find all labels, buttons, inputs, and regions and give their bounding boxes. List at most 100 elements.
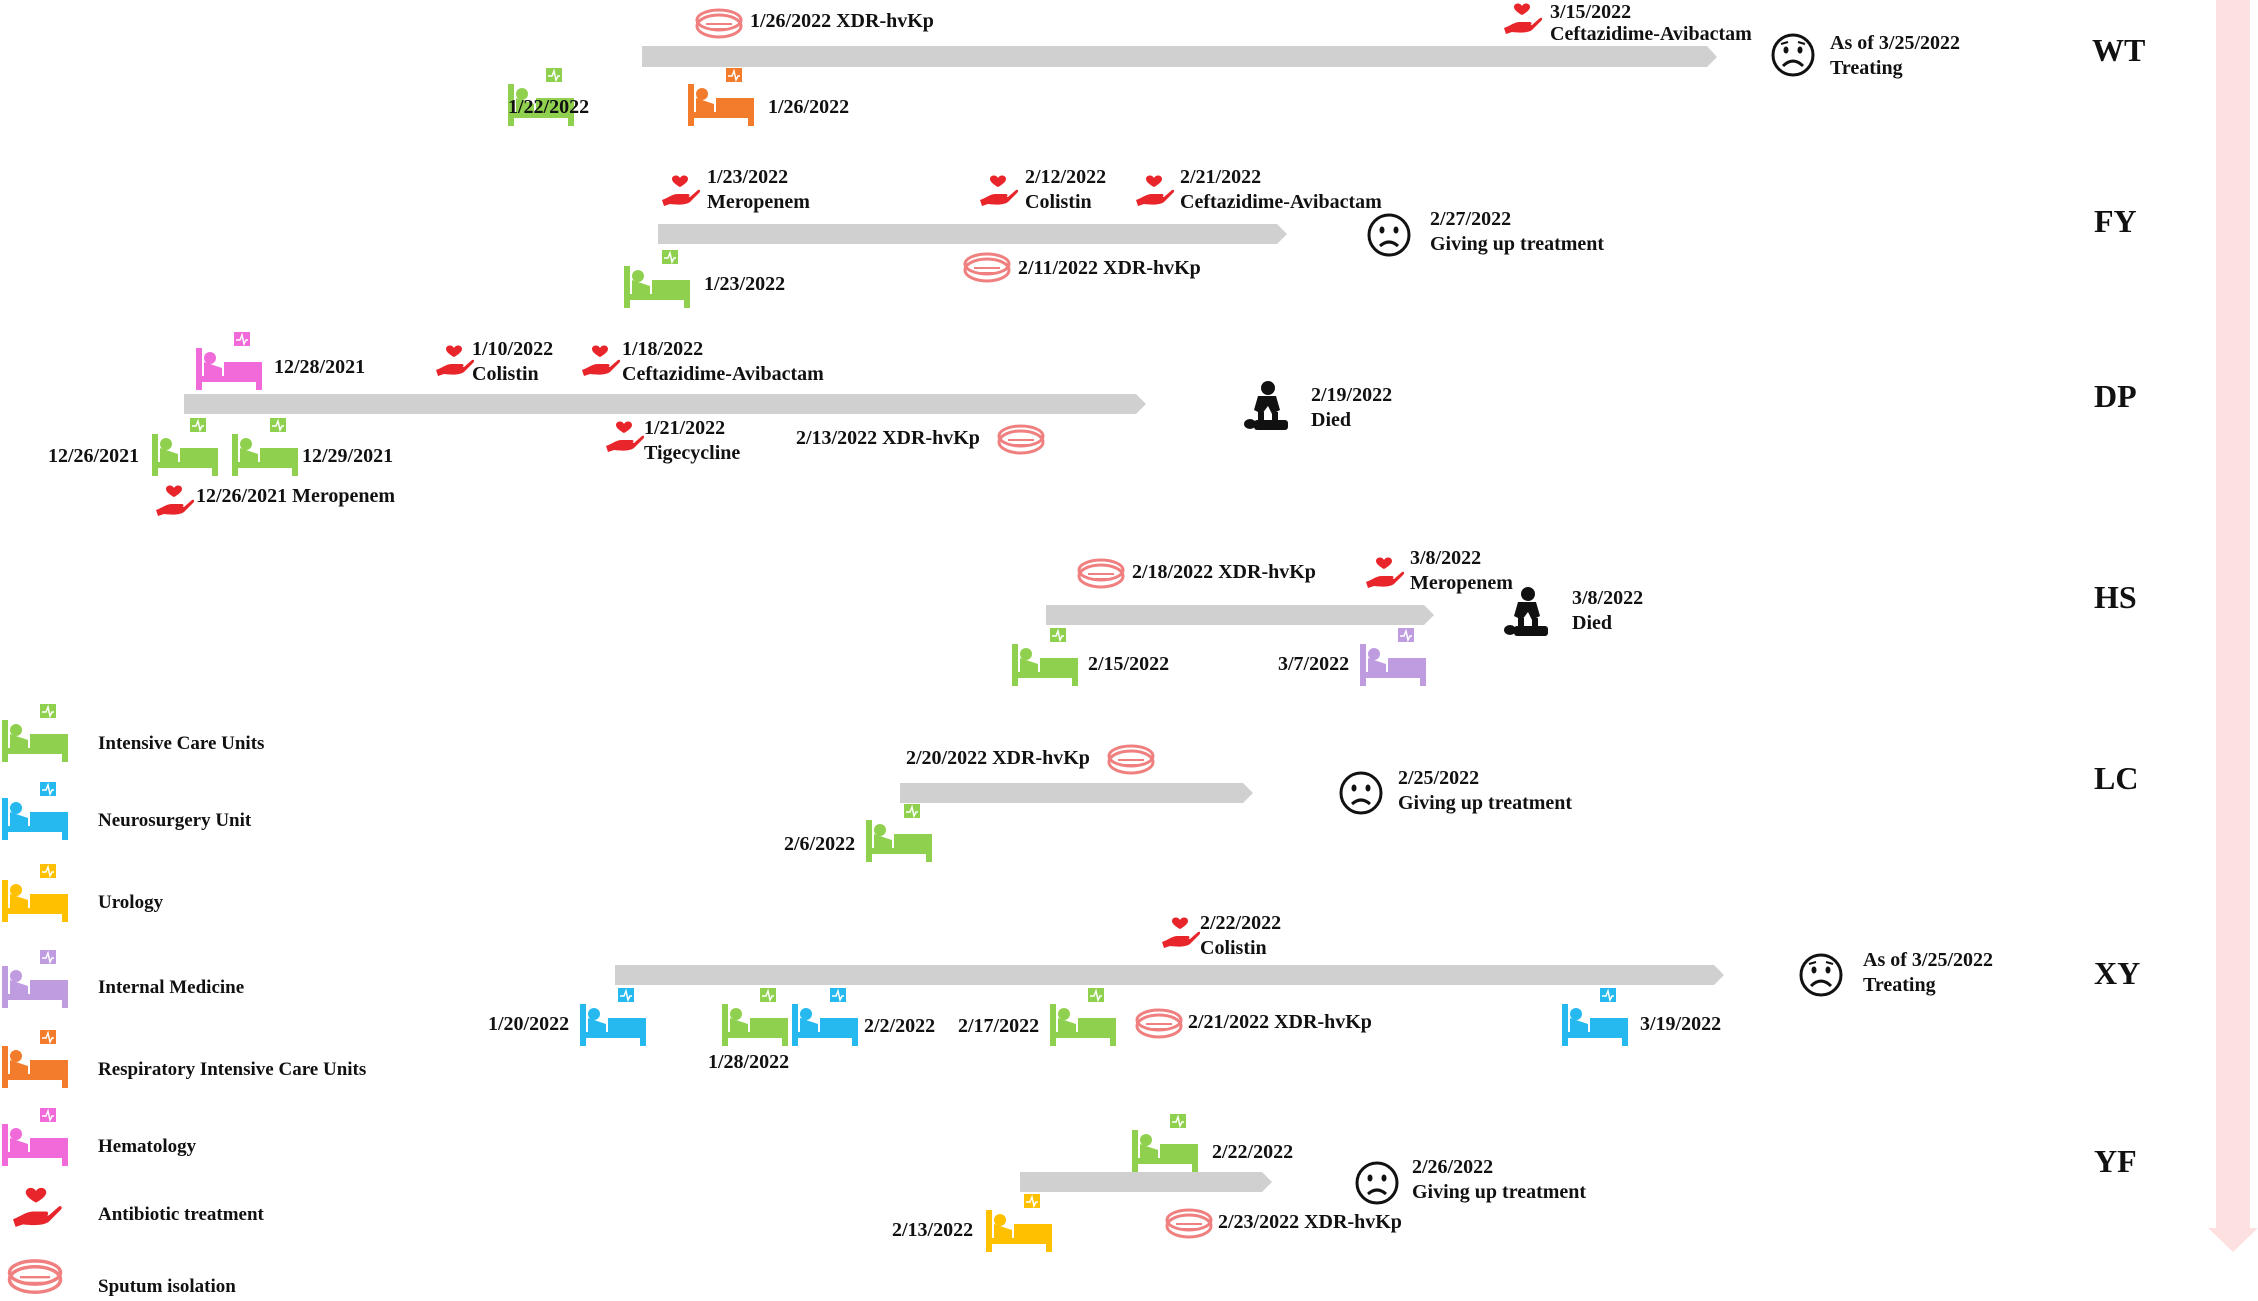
antibiotic-drug-fy-3: Ceftazidime-Avibactam — [1180, 191, 1382, 213]
patient-id-xy: XY — [2094, 955, 2141, 991]
bed-icon — [790, 988, 860, 1051]
admission-date-xy-4: 2/17/2022 — [958, 1015, 1040, 1037]
legend-label-respiratory-icu: Respiratory Intensive Care Units — [98, 1059, 367, 1080]
timeline-bar-yf — [1020, 1172, 1272, 1192]
isolation-label-lc: 2/20/2022 XDR-hvKp — [906, 747, 1090, 769]
petri-dish-icon — [1076, 556, 1126, 595]
admission-date-dp-3: 12/28/2021 — [274, 356, 366, 378]
bed-icon — [1010, 628, 1080, 691]
bed-icon — [1560, 988, 1630, 1051]
admission-date-xy-5: 3/19/2022 — [1640, 1013, 1722, 1035]
legend-label-urology: Urology — [98, 892, 164, 913]
antibiotic-date-dp-2: 1/18/2022 — [622, 338, 704, 360]
antibiotic-date-fy-3: 2/21/2022 — [1180, 166, 1262, 188]
bed-icon — [720, 988, 790, 1051]
outcome-line1-dp: 2/19/2022 — [1311, 384, 1393, 406]
timeline-bar-wt — [642, 46, 1717, 67]
patient-id-wt: WT — [2092, 32, 2146, 68]
antibiotic-label-dp-4: 12/26/2021 Meropenem — [196, 485, 396, 507]
worried-face-icon — [1770, 32, 1816, 83]
cpr-icon — [1500, 586, 1550, 647]
admission-date-dp-2: 12/29/2021 — [302, 445, 394, 467]
bed-icon — [686, 68, 756, 131]
timeline-bar-hs — [1046, 605, 1434, 625]
antibiotic-date-dp-3: 1/21/2022 — [644, 417, 726, 439]
antibiotic-drug-dp-1: Colistin — [472, 363, 539, 385]
outcome-line2-xy: Treating — [1863, 974, 1936, 996]
legend-label-sputum: Sputum isolation — [98, 1276, 236, 1297]
bed-icon — [0, 1108, 70, 1171]
legend-label-antibiotic: Antibiotic treatment — [98, 1204, 264, 1225]
petri-dish-icon — [1106, 742, 1156, 781]
antibiotic-date-hs-1: 3/8/2022 — [1410, 547, 1482, 569]
timeline-bar-dp — [184, 394, 1146, 414]
admission-date-xy-1: 1/20/2022 — [488, 1013, 570, 1035]
hand-heart-icon — [978, 174, 1019, 215]
patient-id-hs: HS — [2094, 579, 2137, 615]
worried-face-icon — [1798, 952, 1844, 1003]
legend-label-neurosurgery: Neurosurgery Unit — [98, 810, 252, 831]
legend-label-internal-medicine: Internal Medicine — [98, 977, 245, 998]
bed-icon — [1130, 1114, 1200, 1177]
bed-icon — [0, 864, 70, 927]
bed-icon — [984, 1194, 1054, 1257]
bed-icon — [0, 950, 70, 1013]
timeline-bar-xy — [615, 965, 1724, 985]
admission-date-wt-1: 1/22/2022 — [508, 96, 590, 118]
admission-date-yf-1: 2/22/2022 — [1212, 1141, 1294, 1163]
antibiotic-drug-dp-2: Ceftazidime-Avibactam — [622, 363, 824, 385]
petri-dish-icon — [694, 6, 744, 45]
bed-icon — [622, 250, 692, 313]
admission-date-xy-2: 1/28/2022 — [708, 1051, 790, 1073]
antibiotic-date-dp-1: 1/10/2022 — [472, 338, 554, 360]
hand-heart-icon — [1364, 556, 1405, 597]
outcome-line1-hs: 3/8/2022 — [1572, 587, 1644, 609]
hand-heart-icon — [660, 174, 701, 215]
antibiotic-drug-hs-1: Meropenem — [1410, 572, 1513, 594]
outcome-line1-wt: As of 3/25/2022 — [1830, 32, 1960, 54]
antibiotic-date-wt-1: 3/15/2022 — [1550, 1, 1632, 23]
isolation-label-xy: 2/21/2022 XDR-hvKp — [1188, 1011, 1372, 1033]
admission-date-dp-1: 12/26/2021 — [48, 445, 140, 467]
isolation-label-yf: 2/23/2022 XDR-hvKp — [1218, 1211, 1402, 1233]
admission-date-wt-2: 1/26/2022 — [768, 96, 850, 118]
admission-date-hs-2: 3/7/2022 — [1278, 653, 1350, 675]
outcome-line1-yf: 2/26/2022 — [1412, 1156, 1494, 1178]
bed-icon — [0, 1030, 70, 1093]
petri-dish-icon — [1134, 1006, 1184, 1045]
isolation-label-hs: 2/18/2022 XDR-hvKp — [1132, 561, 1316, 583]
antibiotic-drug-wt-1: Ceftazidime-Avibactam — [1550, 23, 1752, 45]
antibiotic-drug-fy-1: Meropenem — [707, 191, 810, 213]
outcome-line1-xy: As of 3/25/2022 — [1863, 949, 1993, 971]
petri-dish-icon — [1164, 1206, 1214, 1245]
admission-date-yf-2: 2/13/2022 — [892, 1219, 974, 1241]
antibiotic-date-xy-1: 2/22/2022 — [1200, 912, 1282, 934]
antibiotic-drug-dp-3: Tigecycline — [644, 442, 741, 464]
antibiotic-drug-xy-1: Colistin — [1200, 937, 1267, 959]
antibiotic-drug-fy-2: Colistin — [1025, 191, 1092, 213]
bed-icon — [230, 418, 300, 481]
antibiotic-date-fy-2: 2/12/2022 — [1025, 166, 1107, 188]
bed-icon — [1358, 628, 1428, 691]
hand-heart-icon — [1502, 2, 1543, 43]
hand-heart-icon — [10, 1186, 62, 1237]
outcome-line2-dp: Died — [1311, 409, 1351, 431]
hand-heart-icon — [580, 344, 621, 385]
time-direction-arrow — [2208, 0, 2258, 1252]
bed-icon — [194, 332, 264, 395]
petri-dish-icon — [962, 250, 1012, 289]
outcome-line2-lc: Giving up treatment — [1398, 792, 1573, 814]
hand-heart-icon — [604, 420, 645, 461]
bed-icon — [864, 804, 934, 867]
sad-face-icon — [1366, 212, 1412, 263]
sad-face-icon — [1338, 770, 1384, 821]
sad-face-icon — [1354, 1160, 1400, 1211]
bed-icon — [0, 782, 70, 845]
bed-icon — [506, 68, 576, 131]
hand-heart-icon — [434, 344, 475, 385]
patient-id-dp: DP — [2094, 378, 2137, 414]
petri-dish-icon — [6, 1256, 64, 1301]
admission-date-hs-1: 2/15/2022 — [1088, 653, 1170, 675]
